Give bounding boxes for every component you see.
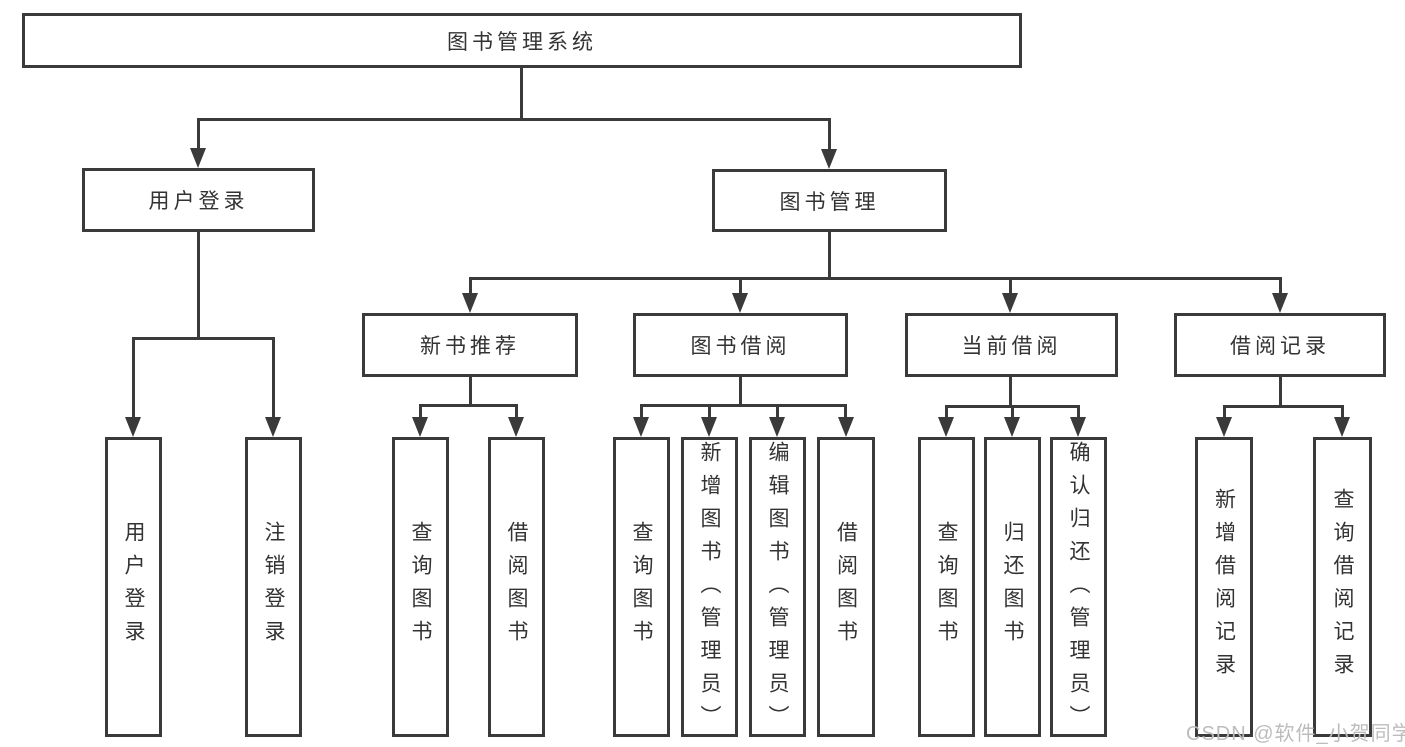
leaf-return-book: 归还图书 — [984, 437, 1041, 737]
connector-arrow-shaft — [640, 404, 643, 421]
arrow-down-icon — [769, 417, 785, 437]
node-label: 查询图书 — [630, 521, 653, 653]
connector-arrow-shaft — [1279, 277, 1282, 297]
arrow-down-icon — [412, 417, 428, 437]
node-label: 借阅记录 — [1230, 335, 1330, 358]
connector-arrow-shaft — [828, 118, 831, 153]
leaf-edit-book-admin: 编辑图书（管理员） — [749, 437, 806, 738]
connector-arrow-shaft — [272, 337, 275, 421]
node-label: 新增图书（管理员） — [698, 441, 721, 738]
node-label: 查询图书 — [409, 521, 432, 653]
node-book-management: 图书管理 — [712, 169, 947, 232]
arrow-down-icon — [1272, 293, 1288, 313]
leaf-borrow-book-2: 借阅图书 — [817, 437, 875, 737]
node-current-borrow: 当前借阅 — [905, 313, 1118, 377]
node-label: 借阅图书 — [505, 521, 528, 653]
arrow-down-icon — [633, 417, 649, 437]
leaf-add-book-admin: 新增图书（管理员） — [681, 437, 738, 738]
connector-root-stub — [520, 68, 523, 118]
connector-level2-splitter — [197, 118, 831, 121]
node-label: 图书借阅 — [690, 335, 791, 358]
connector-currentborrow-stub — [1009, 377, 1012, 405]
node-label: 图书管理 — [779, 190, 880, 214]
leaf-query-book-3: 查询图书 — [918, 437, 975, 737]
node-label: 当前借阅 — [961, 335, 1062, 358]
arrow-down-icon — [265, 417, 281, 437]
connector-level3-splitter — [469, 277, 1280, 280]
arrow-down-icon — [508, 417, 524, 437]
leaf-confirm-return-admin: 确认归还（管理员） — [1050, 437, 1107, 738]
node-label: 新增借阅记录 — [1212, 488, 1236, 686]
arrow-down-icon — [938, 417, 954, 437]
node-label: 归还图书 — [1001, 521, 1024, 653]
node-label: 新书推荐 — [420, 335, 520, 358]
node-book-borrow: 图书借阅 — [633, 313, 848, 377]
connector-borrowrecord-splitter — [1223, 405, 1343, 408]
arrow-down-icon — [1002, 293, 1018, 313]
connector-arrow-shaft — [708, 404, 711, 421]
arrow-down-icon — [821, 149, 837, 169]
connector-borrowrecord-stub — [1279, 377, 1282, 405]
connector-arrow-shaft — [1009, 277, 1012, 297]
connector-arrow-shaft — [739, 277, 742, 297]
leaf-user-login: 用户登录 — [105, 437, 162, 737]
leaf-add-borrow-record: 新增借阅记录 — [1195, 437, 1253, 737]
arrow-down-icon — [190, 148, 206, 168]
connector-arrow-shaft — [1341, 405, 1344, 421]
node-root: 图书管理系统 — [22, 13, 1022, 68]
arrow-down-icon — [462, 293, 478, 313]
connector-arrow-shaft — [1223, 405, 1226, 421]
node-label: 图书管理系统 — [447, 30, 597, 54]
arrow-down-icon — [732, 293, 748, 313]
node-user-login: 用户登录 — [82, 168, 315, 232]
connector-arrow-shaft — [515, 404, 518, 421]
node-label: 注销登录 — [262, 521, 285, 653]
leaf-logout: 注销登录 — [245, 437, 302, 737]
arrow-down-icon — [701, 417, 717, 437]
leaf-query-book-2: 查询图书 — [613, 437, 670, 737]
connector-userlogin-stub — [197, 232, 200, 337]
connector-arrow-shaft — [469, 277, 472, 297]
connector-arrow-shaft — [1011, 405, 1014, 421]
arrow-down-icon — [838, 417, 854, 437]
connector-bookmgmt-stub — [828, 232, 831, 277]
connector-arrow-shaft — [844, 404, 847, 421]
arrow-down-icon — [1216, 417, 1232, 437]
node-label: 用户登录 — [122, 521, 145, 653]
node-label: 查询借阅记录 — [1331, 488, 1354, 686]
connector-newbookrec-splitter — [419, 404, 518, 407]
node-label: 确认归还（管理员） — [1067, 441, 1090, 738]
node-label: 查询图书 — [935, 521, 958, 653]
arrow-down-icon — [125, 417, 141, 437]
connector-arrow-shaft — [132, 337, 135, 421]
connector-arrow-shaft — [197, 118, 200, 152]
node-label: 借阅图书 — [834, 521, 858, 653]
node-label: 编辑图书（管理员） — [766, 441, 789, 738]
arrow-down-icon — [1070, 417, 1086, 437]
connector-arrow-shaft — [776, 404, 779, 421]
arrow-down-icon — [1334, 417, 1350, 437]
node-label: 用户登录 — [148, 190, 249, 213]
node-new-book-recommend: 新书推荐 — [362, 313, 578, 377]
leaf-query-borrow-record: 查询借阅记录 — [1313, 437, 1372, 737]
watermark-text: CSDN @软件_小贺同学 — [1186, 723, 1405, 745]
connector-newbookrec-stub — [469, 377, 472, 404]
connector-bookborrow-stub — [739, 377, 742, 404]
connector-userlogin-splitter — [132, 337, 275, 340]
leaf-borrow-book-1: 借阅图书 — [488, 437, 545, 737]
connector-arrow-shaft — [419, 404, 422, 421]
connector-arrow-shaft — [1077, 405, 1080, 421]
arrow-down-icon — [1004, 417, 1020, 437]
leaf-query-book-1: 查询图书 — [392, 437, 449, 737]
connector-bookborrow-splitter — [640, 404, 847, 407]
connector-arrow-shaft — [945, 405, 948, 421]
node-borrow-record: 借阅记录 — [1174, 313, 1386, 377]
